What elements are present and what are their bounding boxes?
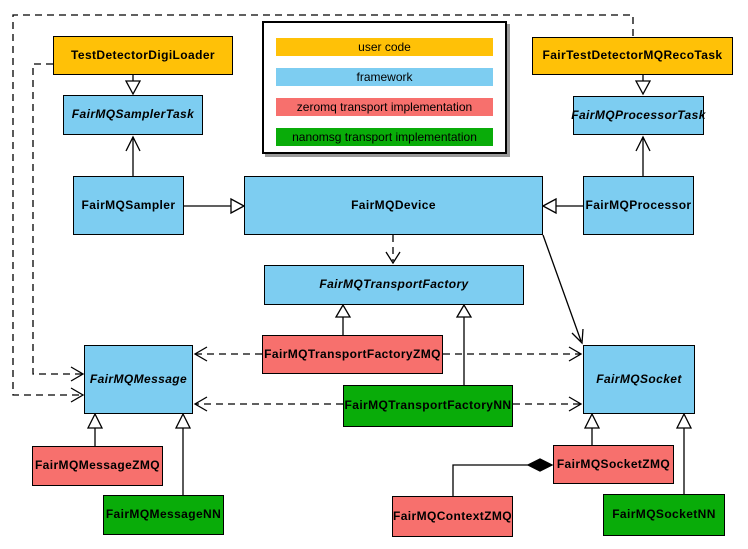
edge-composition-socketzmq-contextzmq <box>452 458 554 496</box>
node-fairmqmessagenn: FairMQMessageNN <box>103 495 224 535</box>
edge-dependency-tfzmq-message <box>193 346 262 362</box>
edge-dependency-tfzmq-socket <box>443 346 583 362</box>
edge-association-sampler-samplertask <box>125 135 141 176</box>
node-fairmqsampler: FairMQSampler <box>73 176 184 235</box>
node-fairmqsocketnn: FairMQSocketNN <box>603 494 725 536</box>
node-fairmqmessagezmq: FairMQMessageZMQ <box>32 446 163 486</box>
node-fairmqtransportfactoryzmq: FairMQTransportFactoryZMQ <box>262 335 443 374</box>
edge-generalization-tfzmq-transportfactory <box>334 303 352 335</box>
edge-generalization-socketzmq-socket <box>583 412 601 445</box>
edge-dependency-digiloader-message <box>32 63 85 382</box>
node-fairmqdevice: FairMQDevice <box>244 176 543 235</box>
node-fairmqtransportfactorynn: FairMQTransportFactoryNN <box>343 385 513 427</box>
node-fairmqsocketzmq: FairMQSocketZMQ <box>553 445 674 484</box>
node-fairmqcontextzmq: FairMQContextZMQ <box>392 496 513 537</box>
legend-item-nanomsg: nanomsg transport implementation <box>276 128 493 146</box>
legend: user code framework zeromq transport imp… <box>262 21 507 154</box>
node-fairmqsamplertask: FairMQSamplerTask <box>63 95 203 135</box>
edge-dependency-tfnn-socket <box>513 396 583 412</box>
edge-dependency-device-transportfactory <box>385 235 401 265</box>
node-fairmqprocessortask: FairMQProcessorTask <box>571 96 705 135</box>
edge-association-processor-processortask <box>635 135 651 176</box>
edge-generalization-messagezmq-message <box>86 412 104 446</box>
legend-item-zeromq: zeromq transport implementation <box>276 98 493 116</box>
edge-generalization-recotask-processortask <box>634 75 652 96</box>
edge-dependency-recotask-message <box>12 14 634 403</box>
legend-item-user-code: user code <box>276 38 493 56</box>
node-fairmqsocket: FairMQSocket <box>583 345 695 414</box>
node-fairmqprocessor: FairMQProcessor <box>583 176 694 235</box>
node-fairmqmessage: FairMQMessage <box>84 345 193 414</box>
node-fairmqtransportfactory: FairMQTransportFactory <box>264 265 524 305</box>
node-testdetectordigiloader: TestDetectorDigiLoader <box>53 36 233 75</box>
edge-generalization-tfnn-transportfactory <box>455 303 473 385</box>
edge-generalization-messagenn-message <box>174 412 192 495</box>
edge-generalization-sampler-device <box>184 197 246 215</box>
edge-generalization-socketnn-socket <box>675 412 693 494</box>
edge-association-device-socket <box>542 234 584 345</box>
node-fairtestdetectormqrecotask: FairTestDetectorMQRecoTask <box>532 37 733 75</box>
edge-generalization-digiloader-samplertask <box>124 75 142 96</box>
legend-item-framework: framework <box>276 68 493 86</box>
edge-generalization-processor-device <box>541 197 583 215</box>
edge-dependency-tfnn-message <box>193 396 343 412</box>
